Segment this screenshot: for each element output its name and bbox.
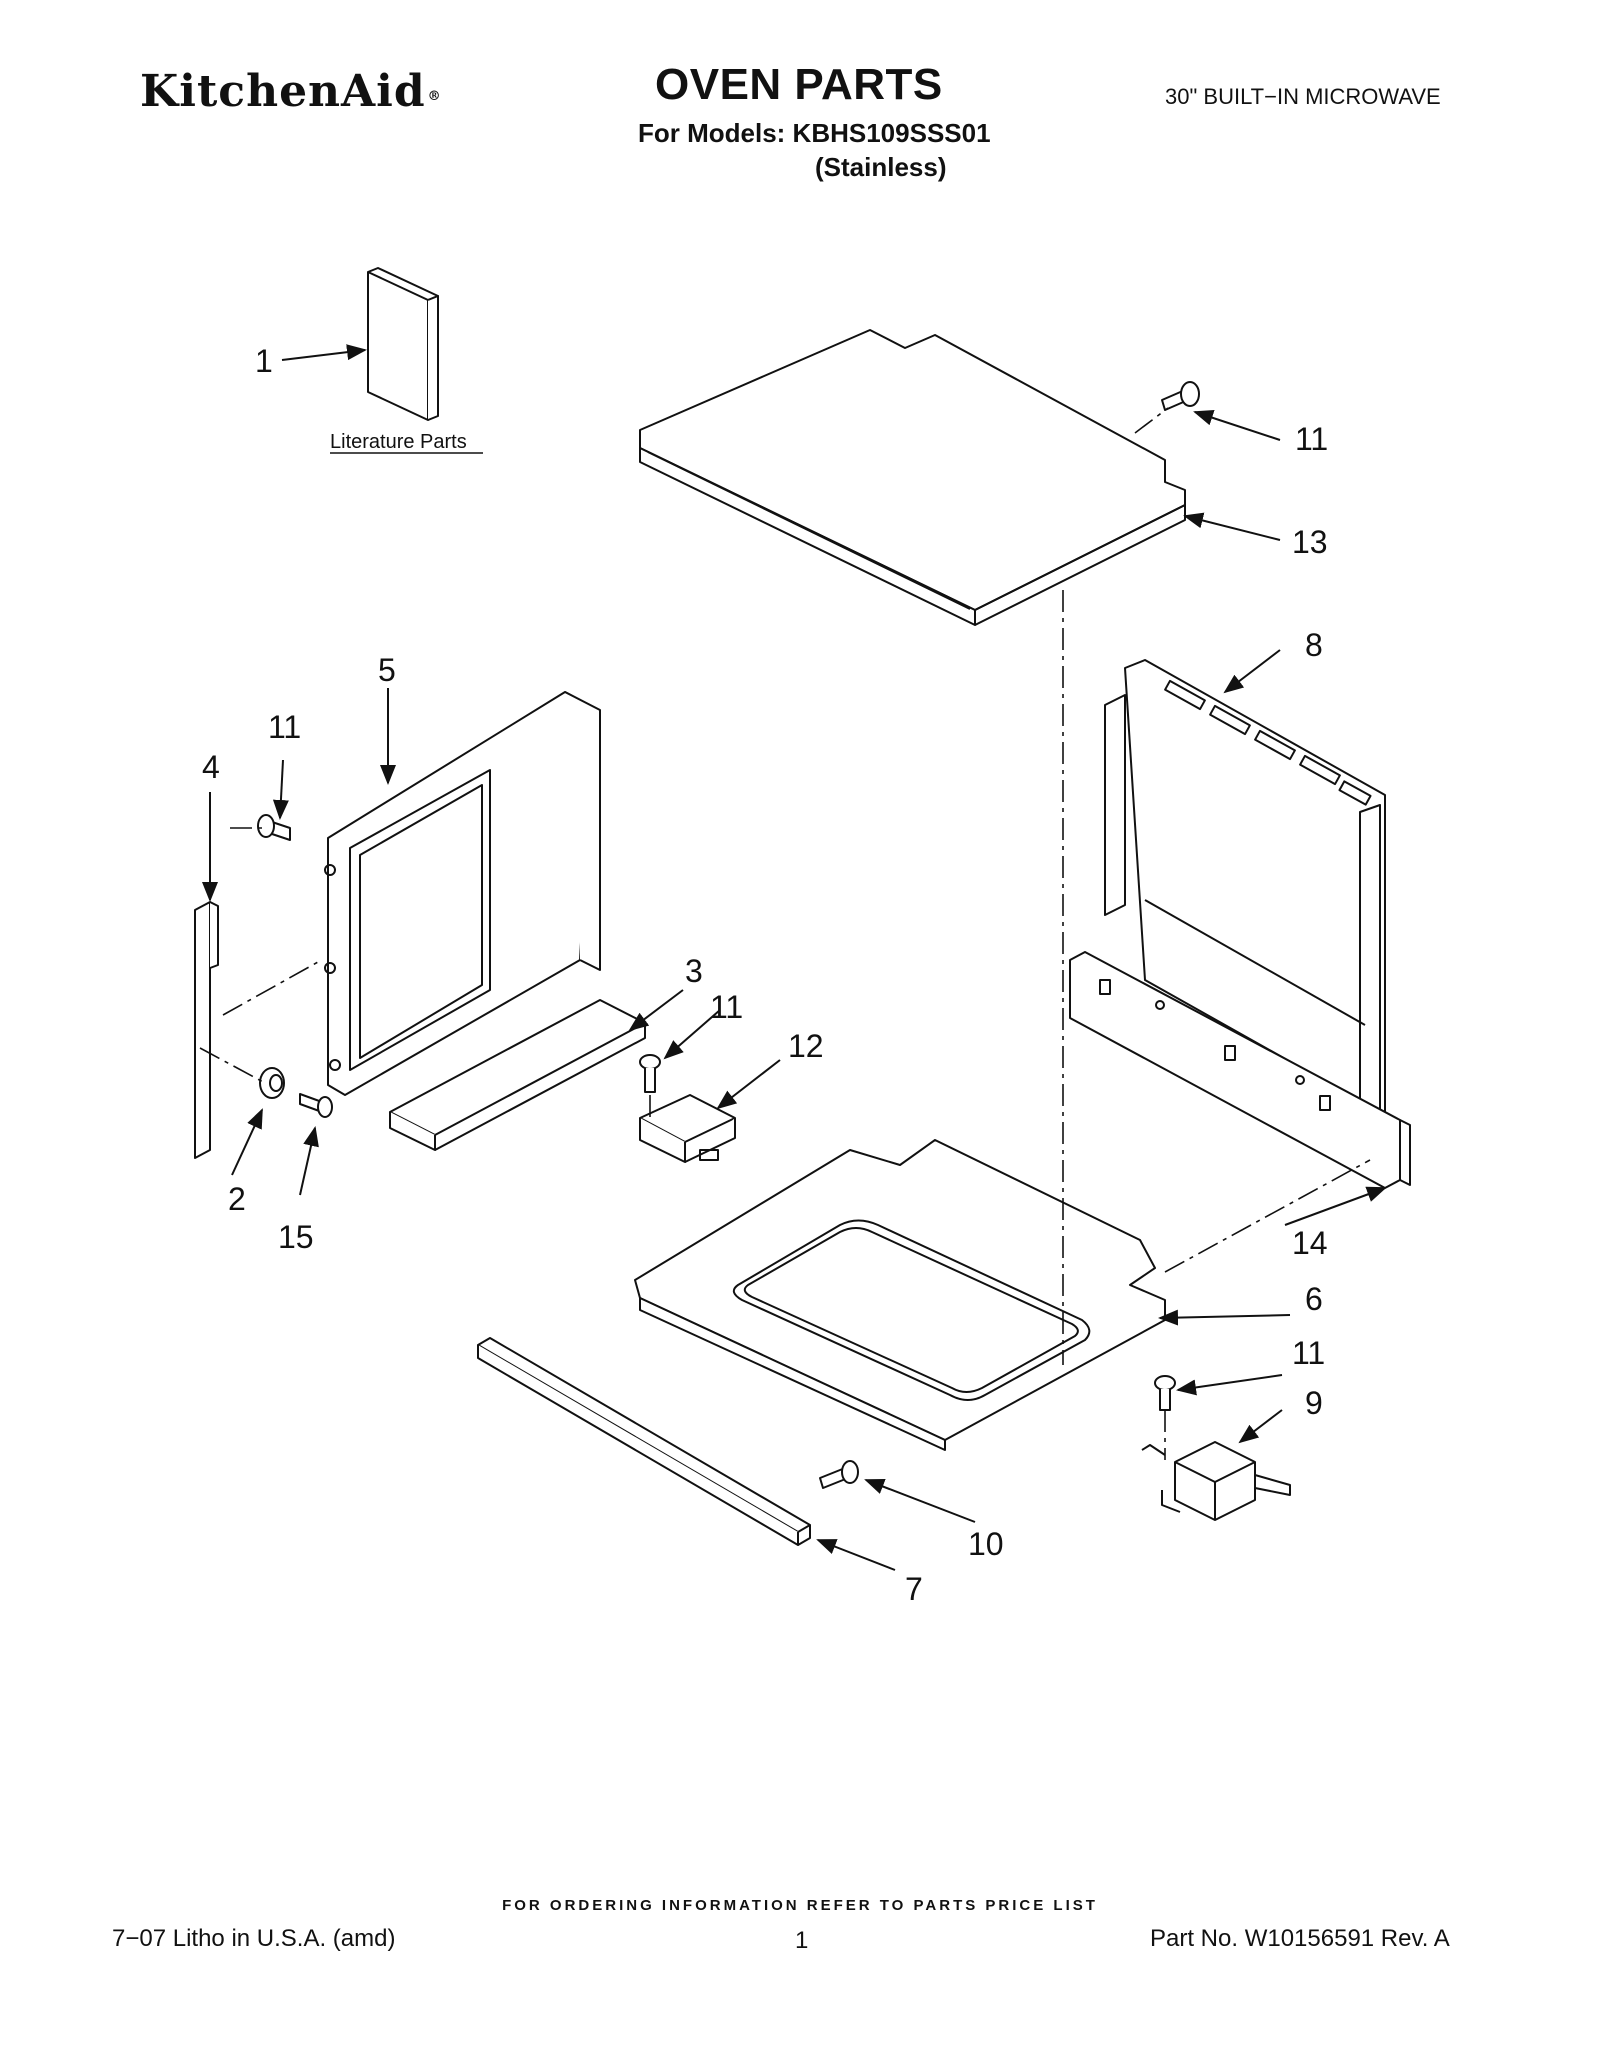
models-line: For Models: KBHS109SSS01 (638, 118, 991, 148)
callout-14: 14 (1292, 1225, 1328, 1261)
page-title: OVEN PARTS (655, 60, 943, 109)
brand-name: KitchenAid (140, 66, 426, 117)
bottom-panel-part (634, 1139, 1166, 1451)
brand-logo: KitchenAid® (140, 66, 442, 117)
screw-15-part (299, 1093, 333, 1118)
callout-1: 1 (255, 343, 273, 379)
literature-parts-label: Literature Parts (330, 431, 467, 453)
callout-11-top: 11 (1295, 421, 1328, 457)
literature-booklet-part (367, 267, 439, 421)
grommet-part (259, 1067, 285, 1099)
callout-8: 8 (1305, 627, 1323, 663)
assembly-guide-lines (199, 407, 1371, 1460)
callout-leaders (202, 344, 1387, 1571)
product-type: 30" BUILT−IN MICROWAVE (1165, 84, 1441, 109)
part-number: Part No. W10156591 Rev. A (1150, 1925, 1450, 1952)
transformer-part (1141, 1441, 1291, 1521)
callout-15: 15 (278, 1219, 314, 1255)
callout-11-left: 11 (268, 709, 301, 745)
callout-7: 7 (905, 1571, 923, 1607)
screw-11-bottom-part (1154, 1375, 1176, 1411)
callout-3: 3 (685, 953, 703, 989)
screw-11-left-part (257, 814, 291, 841)
side-bracket-part (194, 901, 219, 1159)
callout-12: 12 (788, 1028, 824, 1064)
control-module-part (639, 1094, 736, 1163)
callout-13: 13 (1292, 524, 1328, 560)
callout-11-center: 11 (710, 989, 743, 1025)
left-side-panel-part (324, 691, 601, 1096)
exploded-parts-diagram: Literature Parts 1 11 13 8 5 11 4 3 11 1… (194, 267, 1411, 1607)
ordering-note: FOR ORDERING INFORMATION REFER TO PARTS … (502, 1897, 1098, 1914)
screw-11-top-part (1161, 381, 1200, 411)
callout-5: 5 (378, 652, 396, 688)
front-rail-part (1069, 951, 1411, 1189)
callout-11-bottom: 11 (1292, 1335, 1325, 1371)
finish-line: (Stainless) (815, 152, 947, 182)
callout-4: 4 (202, 749, 220, 785)
screw-10-part (819, 1460, 859, 1489)
callout-6: 6 (1305, 1281, 1323, 1317)
page-number: 1 (795, 1927, 809, 1954)
registered-mark: ® (427, 89, 442, 104)
callout-10: 10 (968, 1526, 1004, 1562)
front-trim-part (477, 1337, 811, 1546)
litho-info: 7−07 Litho in U.S.A. (amd) (112, 1925, 396, 1952)
callout-2: 2 (228, 1181, 246, 1217)
right-side-panel-part (1104, 659, 1386, 1141)
top-panel-part (639, 329, 1186, 626)
callout-9: 9 (1305, 1385, 1323, 1421)
screw-11-center-part (639, 1054, 661, 1093)
